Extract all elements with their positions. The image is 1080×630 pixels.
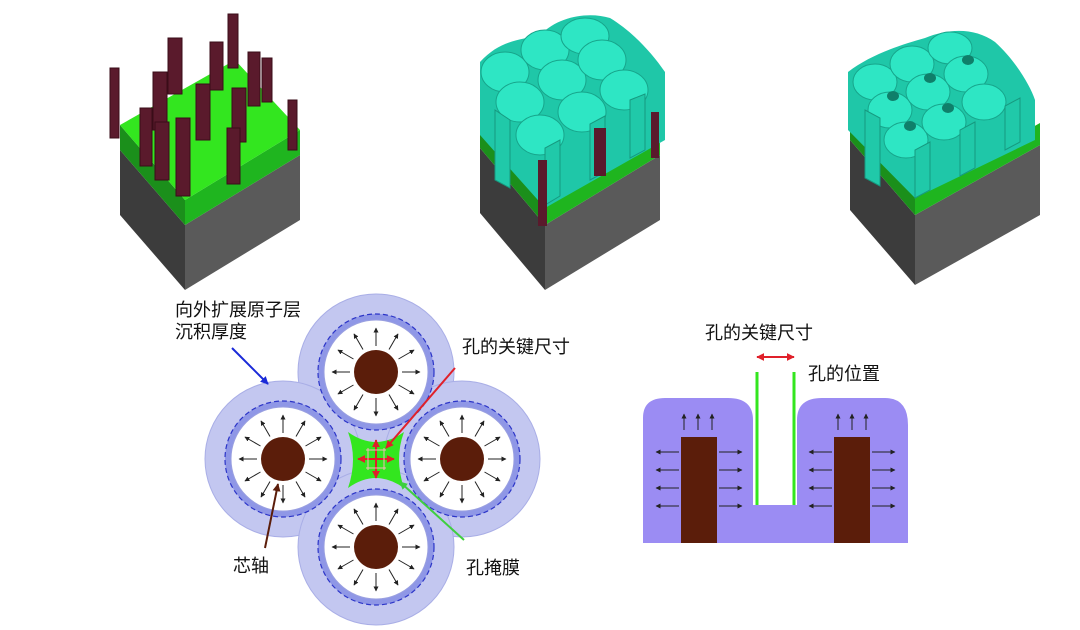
radial-arrow bbox=[353, 333, 364, 350]
right-mandrel-core bbox=[834, 437, 870, 543]
mandrel-bottom bbox=[354, 525, 398, 569]
mandrel-label: 芯轴 bbox=[233, 556, 269, 577]
radial-arrow bbox=[388, 508, 399, 525]
radial-arrow bbox=[295, 481, 306, 498]
radial-arrow bbox=[244, 471, 261, 482]
radial-arrow bbox=[295, 420, 306, 437]
radial-arrow bbox=[423, 471, 440, 482]
radial-arrow bbox=[260, 481, 271, 498]
radial-arrow bbox=[439, 420, 450, 437]
top-view-diagram bbox=[204, 293, 541, 626]
radial-arrow bbox=[305, 436, 322, 447]
radial-arrow bbox=[388, 394, 399, 411]
mandrel-left bbox=[261, 437, 305, 481]
radial-arrow bbox=[388, 569, 399, 586]
radial-arrow bbox=[337, 559, 354, 570]
deposition-label-line2: 沉积厚度 bbox=[175, 322, 247, 343]
hole-cd-pointer bbox=[385, 367, 456, 449]
hole-mask-label: 孔掩膜 bbox=[466, 558, 520, 579]
deposition-label-line1: 向外扩展原子层 bbox=[175, 300, 301, 321]
radial-arrow bbox=[337, 349, 354, 360]
radial-arrow bbox=[423, 436, 440, 447]
radial-arrow bbox=[398, 384, 415, 395]
block-pillars bbox=[109, 13, 300, 290]
radial-arrow bbox=[244, 436, 261, 447]
radial-arrow bbox=[439, 481, 450, 498]
radial-arrow bbox=[337, 384, 354, 395]
hole-cd-label-left: 孔的关键尺寸 bbox=[462, 337, 570, 358]
radial-arrow bbox=[388, 333, 399, 350]
left-mandrel-core bbox=[681, 437, 717, 543]
radial-arrow bbox=[474, 481, 485, 498]
hole-mask-pointer bbox=[399, 481, 465, 541]
radial-arrow bbox=[353, 569, 364, 586]
deposition-pointer bbox=[231, 347, 269, 385]
cross-section-diagram bbox=[643, 353, 908, 543]
radial-arrow bbox=[353, 394, 364, 411]
radial-arrow bbox=[353, 508, 364, 525]
radial-arrow bbox=[398, 559, 415, 570]
radial-arrow bbox=[260, 420, 271, 437]
mandrel-pointer bbox=[264, 483, 281, 549]
radial-arrow bbox=[474, 420, 485, 437]
radial-arrow bbox=[484, 436, 501, 447]
radial-arrow bbox=[398, 349, 415, 360]
block-holes bbox=[848, 30, 1040, 285]
mandrel-right bbox=[440, 437, 484, 481]
block-deposited bbox=[480, 15, 665, 290]
hole-position-label: 孔的位置 bbox=[808, 364, 880, 385]
radial-arrow bbox=[484, 471, 501, 482]
radial-arrow bbox=[305, 471, 322, 482]
mandrel-top bbox=[354, 350, 398, 394]
radial-arrow bbox=[398, 524, 415, 535]
radial-arrow bbox=[337, 524, 354, 535]
hole-cd-label-right: 孔的关键尺寸 bbox=[705, 323, 813, 344]
